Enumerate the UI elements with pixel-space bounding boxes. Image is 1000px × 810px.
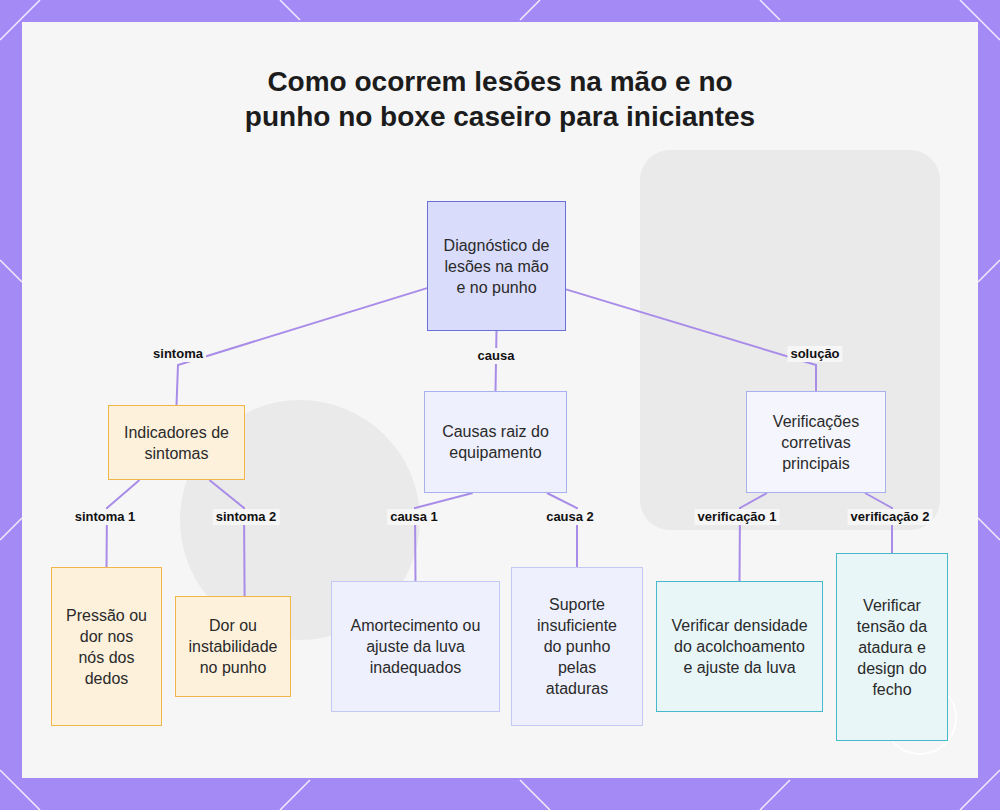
symptom-box: Dor ou instabilidade no punho [175,596,291,697]
check-box: Verificar tensão da atadura e design do … [836,553,948,741]
edge-label: sintoma 1 [72,509,139,525]
connector-line [740,493,768,581]
node-text: Verificações corretivas principais [761,411,871,474]
connector-line [177,288,428,405]
category-box: Causas raiz do equipamento [424,391,567,493]
connector-line [415,493,473,581]
edge-label: sintoma [150,346,206,362]
node-text: Diagnóstico de lesões na mão e no punho [442,235,551,298]
node-text: Indicadores de sintomas [123,422,230,464]
check-box: Verificar densidade do acolchoamento e a… [656,581,823,712]
node-text: Suporte insuficiente do punho pelas atad… [526,594,628,699]
connector-line [209,480,244,596]
category-box: Indicadores de sintomas [108,405,245,480]
category-box: Verificações corretivas principais [746,391,886,493]
cause-box: Amortecimento ou ajuste da luva inadequa… [331,581,500,712]
node-text: Amortecimento ou ajuste da luva inadequa… [346,615,485,678]
node-text: Causas raiz do equipamento [439,421,552,463]
edge-label: verificação 1 [695,509,780,525]
node-text: Verificar tensão da atadura e design do … [851,595,933,700]
edge-label: causa 1 [387,509,441,525]
connector-line [547,493,577,567]
diagram-title: Como ocorrem lesões na mão e no punho no… [230,64,770,134]
edge-label: solução [787,346,842,362]
edge-label: sintoma 2 [213,509,280,525]
node-text: Pressão ou dor nos nós dos dedos [66,605,147,689]
edge-label: causa [475,348,518,364]
title-text: Como ocorrem lesões na mão e no punho no… [245,66,755,132]
root-box: Diagnóstico de lesões na mão e no punho [427,201,566,331]
content-panel [22,22,978,778]
cause-box: Suporte insuficiente do punho pelas atad… [511,567,643,726]
edge-label: causa 2 [543,509,597,525]
node-text: Dor ou instabilidade no punho [189,615,278,678]
edge-label: verificação 2 [848,509,933,525]
node-text: Verificar densidade do acolchoamento e a… [671,615,808,678]
connector-line [566,289,816,391]
symptom-box: Pressão ou dor nos nós dos dedos [51,567,162,726]
